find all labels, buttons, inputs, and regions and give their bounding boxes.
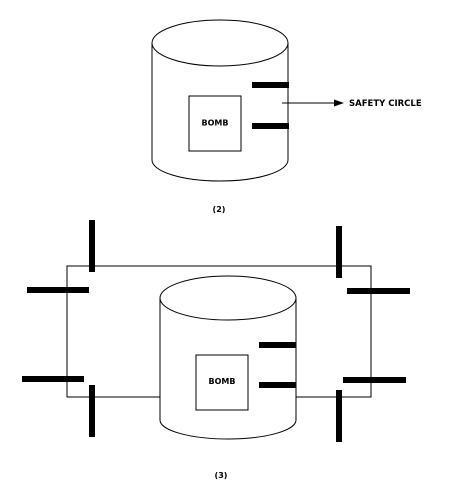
cylinder-body bbox=[151, 43, 289, 182]
barrier-top-right-horizontal bbox=[347, 288, 410, 294]
barrier-top-right-vertical bbox=[336, 226, 342, 278]
bomb-label: BOMB bbox=[209, 377, 236, 386]
barrier-top-left-horizontal bbox=[27, 287, 89, 293]
cylinder-top-ellipse bbox=[159, 275, 297, 321]
barrier-top-left-vertical bbox=[89, 220, 95, 272]
figure-caption-2: (2) bbox=[213, 205, 226, 214]
bomb-label: BOMB bbox=[202, 119, 229, 128]
cylinder-bottom-figure bbox=[159, 275, 297, 440]
safety-circle-label: SAFETY CIRCLE bbox=[349, 99, 422, 109]
cylinder-top-ellipse bbox=[151, 19, 289, 67]
cylinder-top-figure bbox=[151, 19, 289, 182]
barrier-bottom-right-vertical bbox=[336, 390, 342, 442]
safety-bar-lower bbox=[259, 382, 296, 388]
safety-bar-lower bbox=[252, 123, 289, 129]
barrier-bottom-right-horizontal bbox=[343, 377, 406, 383]
safety-bar-upper bbox=[259, 342, 296, 348]
cylinder-body bbox=[159, 298, 297, 440]
figure-caption-3: (3) bbox=[215, 471, 228, 480]
figure-3: BOMB (3) bbox=[22, 220, 410, 480]
barrier-bottom-left-vertical bbox=[89, 385, 95, 437]
safety-arrow bbox=[282, 99, 344, 107]
bomb-box bbox=[195, 354, 249, 411]
bomb-box bbox=[188, 95, 242, 152]
barrier-bottom-left-horizontal bbox=[22, 376, 84, 382]
figure-2: BOMB SAFETY CIRCLE (2) bbox=[151, 19, 422, 214]
safety-bar-upper bbox=[252, 82, 289, 88]
